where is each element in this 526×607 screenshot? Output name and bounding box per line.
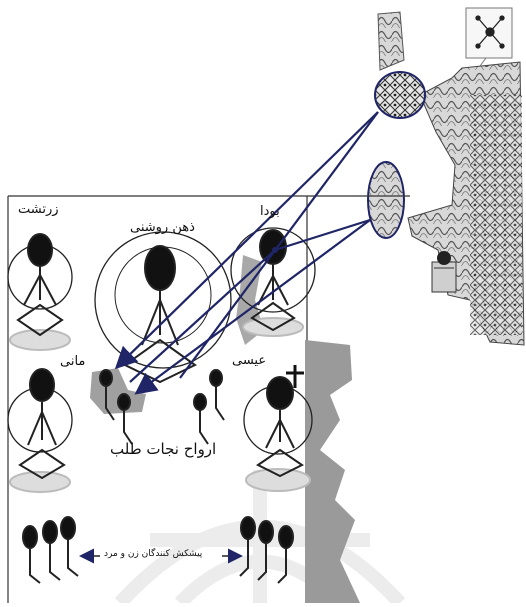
offerer-figure	[61, 517, 78, 576]
label-enlightened-mind: ذهن روشنی	[130, 220, 195, 235]
label-zoroaster: زرتشت	[18, 202, 59, 217]
figure-jesus	[244, 377, 312, 491]
offerers-left	[23, 517, 78, 583]
label-jesus: عیسی	[232, 353, 266, 368]
label-buddha: بودا	[260, 204, 280, 219]
label-salvation-souls: ارواح نجات طلب	[110, 440, 216, 458]
offerer-figure	[23, 526, 40, 583]
textile-pattern-band	[470, 95, 522, 335]
soul-figure	[118, 394, 132, 444]
soul-figure	[194, 394, 208, 444]
figure-enlightened-mind	[95, 232, 231, 382]
offerer-figure	[43, 521, 60, 580]
highlight-circle-top	[375, 72, 425, 118]
textile-scrap	[378, 12, 404, 70]
highlight-ellipse-figure	[368, 162, 404, 238]
junction-dot	[272, 247, 278, 253]
figure-mani	[8, 369, 72, 492]
soul-figure	[210, 370, 224, 420]
label-offerers: پیشکش کنندگان زن و مرد	[104, 549, 202, 559]
figure-zoroaster	[8, 234, 72, 350]
label-mani: مانی	[60, 354, 85, 369]
